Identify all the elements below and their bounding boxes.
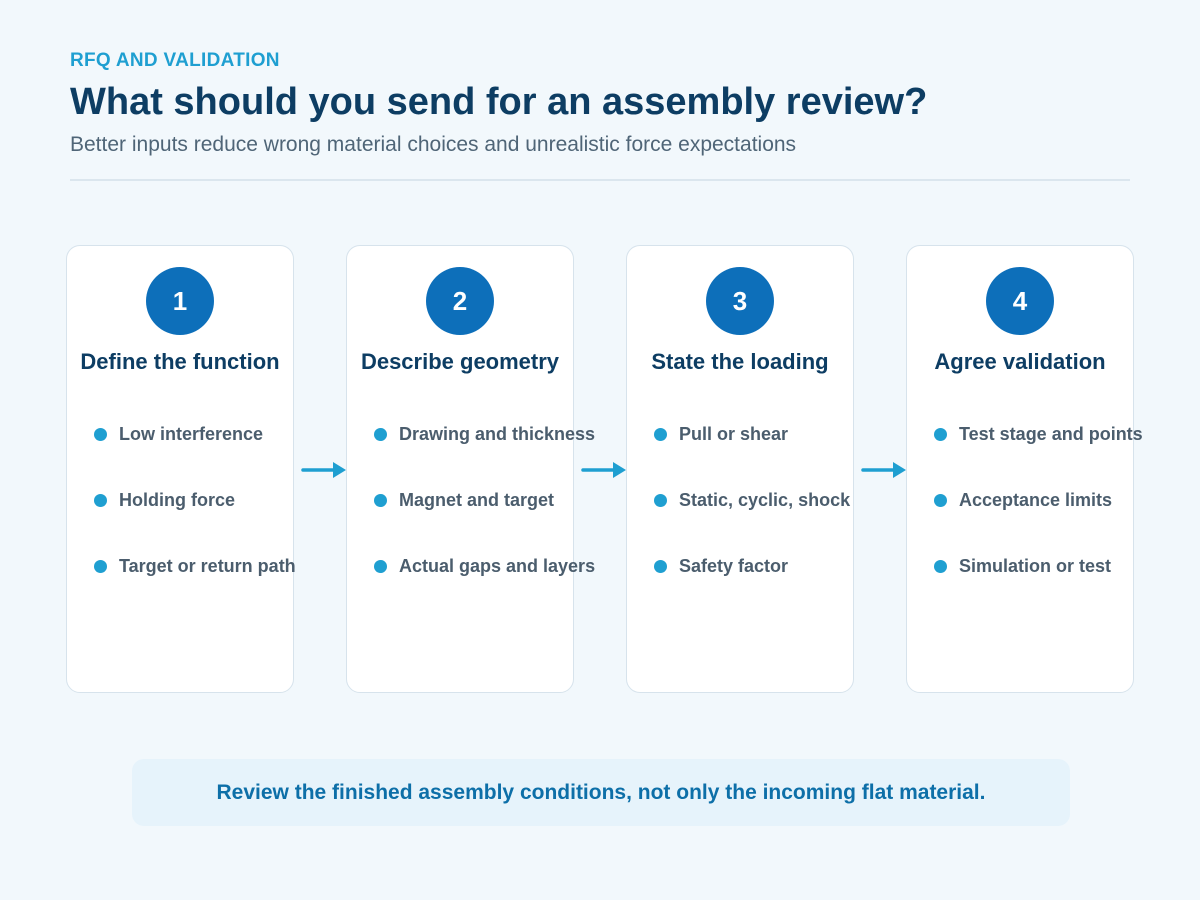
step-bullet: Drawing and thickness: [374, 424, 595, 445]
step-bullet: Test stage and points: [934, 424, 1143, 445]
bullet-dot-icon: [654, 494, 667, 507]
footer-note: Review the finished assembly conditions,…: [132, 759, 1070, 826]
step-title: Agree validation: [934, 349, 1106, 374]
bullet-dot-icon: [94, 428, 107, 441]
step-title: State the loading: [651, 349, 829, 374]
bullet-text: Safety factor: [679, 556, 789, 576]
step-title: Define the function: [80, 349, 280, 374]
bullet-dot-icon: [934, 560, 947, 573]
bullet-text: Simulation or test: [959, 556, 1112, 576]
step-bullet: Simulation or test: [934, 556, 1111, 577]
step-bullet: Holding force: [94, 490, 235, 511]
bullet-dot-icon: [654, 560, 667, 573]
bullet-dot-icon: [94, 494, 107, 507]
step-card-2: 2 Describe geometry Drawing and thicknes…: [346, 245, 595, 693]
bullet-dot-icon: [94, 560, 107, 573]
bullet-text: Holding force: [119, 490, 235, 510]
page-subtitle: Better inputs reduce wrong material choi…: [70, 133, 797, 156]
step-bullet: Target or return path: [94, 556, 296, 577]
bullet-text: Magnet and target: [399, 490, 555, 510]
step-number-badge: 2: [426, 267, 494, 335]
bullet-text: Pull or shear: [679, 424, 789, 444]
page-title: What should you send for an assembly rev…: [70, 81, 928, 123]
step-bullet: Pull or shear: [654, 424, 788, 445]
bullet-dot-icon: [934, 494, 947, 507]
bullet-dot-icon: [654, 428, 667, 441]
step-number-badge: 4: [986, 267, 1054, 335]
step-bullet: Acceptance limits: [934, 490, 1112, 511]
bullet-text: Drawing and thickness: [399, 424, 596, 444]
bullet-text: Test stage and points: [959, 424, 1143, 444]
arrow-right-icon: [581, 462, 626, 478]
header-divider: [70, 179, 1130, 181]
step-card-1: 1 Define the function Low interference H…: [66, 245, 296, 693]
bullet-dot-icon: [374, 560, 387, 573]
step-bullet: Static, cyclic, shock: [654, 490, 850, 511]
step-card-4: 4 Agree validation Test stage and points…: [906, 245, 1143, 693]
bullet-dot-icon: [374, 494, 387, 507]
bullet-text: Acceptance limits: [959, 490, 1113, 510]
step-title: Describe geometry: [360, 349, 560, 374]
bullet-dot-icon: [374, 428, 387, 441]
bullet-text: Actual gaps and layers: [399, 556, 596, 576]
step-bullet: Low interference: [94, 424, 263, 445]
bullet-text: Target or return path: [119, 556, 296, 576]
step-number-badge: 1: [146, 267, 214, 335]
eyebrow-label: RFQ AND VALIDATION: [70, 50, 280, 71]
step-bullet: Magnet and target: [374, 490, 554, 511]
step-bullet: Safety factor: [654, 556, 788, 577]
bullet-dot-icon: [934, 428, 947, 441]
step-card-3: 3 State the loading Pull or shear Static…: [626, 245, 854, 693]
step-bullet: Actual gaps and layers: [374, 556, 595, 577]
arrow-right-icon: [301, 462, 346, 478]
step-number-badge: 3: [706, 267, 774, 335]
bullet-text: Low interference: [119, 424, 264, 444]
bullet-text: Static, cyclic, shock: [679, 490, 851, 510]
arrow-right-icon: [861, 462, 906, 478]
